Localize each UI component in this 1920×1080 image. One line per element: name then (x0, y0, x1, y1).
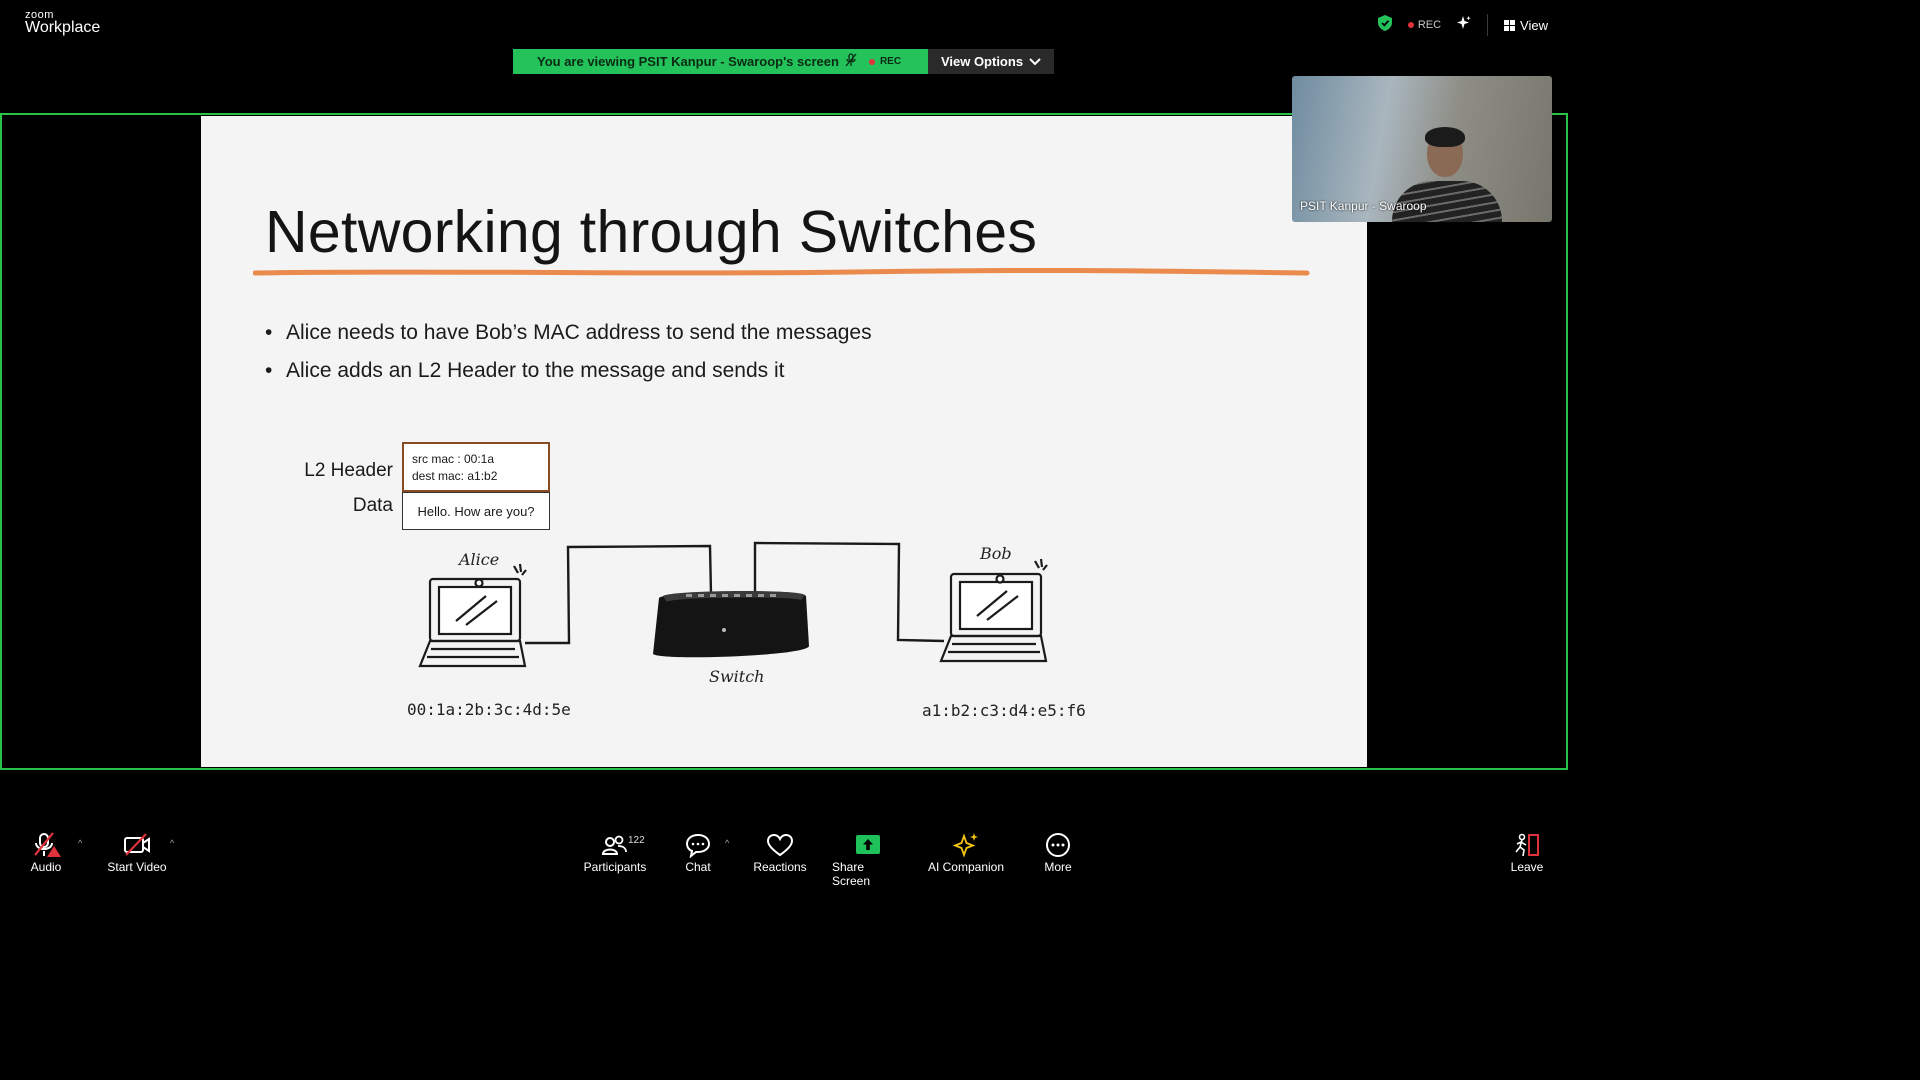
participant-hair (1425, 127, 1465, 147)
ai-companion-label: AI Companion (927, 860, 1005, 874)
viewing-banner: You are viewing PSIT Kanpur - Swaroop's … (513, 49, 1054, 74)
more-button[interactable]: More (1040, 828, 1076, 874)
bob-label: Bob (980, 544, 1012, 563)
muted-mic-icon (34, 832, 61, 857)
l2-header-label: L2 Header (304, 460, 393, 481)
muted-mic-icon (845, 53, 857, 70)
leave-label: Leave (1510, 860, 1544, 874)
title-underline (253, 267, 1310, 276)
leave-button[interactable]: Leave (1507, 828, 1547, 874)
chat-label: Chat (685, 860, 711, 874)
banner-recording: REC (868, 56, 902, 67)
recording-indicator[interactable]: REC (1407, 19, 1442, 31)
share-screen-icon (856, 835, 880, 854)
bullet-item: Alice adds an L2 Header to the message a… (265, 352, 872, 390)
reactions-button[interactable]: Reactions (752, 828, 808, 874)
participants-button[interactable]: Participants (580, 828, 650, 874)
viewing-text: You are viewing PSIT Kanpur - Swaroop's … (537, 54, 839, 69)
chevron-down-icon (1029, 57, 1041, 65)
more-label: More (1044, 860, 1072, 874)
view-options-button[interactable]: View Options (928, 49, 1054, 74)
zoom-logo-small: zoom (25, 9, 54, 21)
presentation-slide: Networking through Switches Alice needs … (201, 116, 1367, 767)
switch-icon (653, 590, 809, 658)
chat-options-caret[interactable]: ^ (725, 838, 730, 848)
src-mac-text: src mac : 00:1a (412, 452, 495, 466)
participants-icon (601, 835, 627, 855)
cable-alice-switch (525, 544, 713, 645)
ai-sparkle-icon (952, 833, 978, 858)
switch-label: Switch (709, 667, 765, 686)
share-screen-label: Share Screen (832, 860, 871, 888)
grid-icon (1504, 19, 1516, 31)
view-button[interactable]: View (1504, 18, 1548, 33)
participant-video-tile[interactable]: PSIT Kanpur - Swaroop (1292, 76, 1552, 222)
view-label: View (1520, 17, 1548, 33)
viewing-status: You are viewing PSIT Kanpur - Swaroop's … (513, 49, 928, 74)
bullet-list: Alice needs to have Bob’s MAC address to… (265, 314, 872, 390)
zoom-logo-workplace: Workplace (25, 19, 101, 36)
leave-icon (1515, 833, 1539, 857)
alice-label: Alice (459, 550, 500, 569)
alice-mac-address: 00:1a:2b:3c:4d:5e (407, 700, 571, 719)
more-icon (1046, 833, 1070, 857)
audio-options-caret[interactable]: ^ (78, 838, 83, 848)
data-label: Data (352, 495, 393, 516)
audio-label: Audio (30, 860, 62, 874)
chat-icon (685, 833, 711, 858)
slide-title: Networking through Switches (265, 199, 1038, 265)
cable-switch-bob (753, 541, 945, 643)
data-box: Hello. How are you? (402, 492, 550, 530)
participant-name: PSIT Kanpur - Swaroop (1300, 199, 1427, 213)
start-video-label: Start Video (107, 860, 167, 874)
participant-body (1392, 181, 1502, 222)
shield-icon[interactable] (1377, 14, 1392, 36)
participants-count: 122 (628, 835, 645, 846)
bob-mac-address: a1:b2:c3:d4:e5:f6 (922, 701, 1086, 720)
heart-icon (766, 833, 794, 857)
meeting-toolbar: Audio ^ Start Video ^ Participants 122 C… (0, 828, 1568, 888)
laptop-icon (418, 563, 527, 668)
reactions-label: Reactions (753, 860, 807, 874)
rec-dot-icon (868, 58, 875, 65)
l2-header-box: src mac : 00:1a dest mac: a1:b2 (402, 442, 550, 492)
bullet-item: Alice needs to have Bob’s MAC address to… (265, 314, 872, 352)
chat-button[interactable]: Chat (681, 828, 715, 874)
view-options-label: View Options (940, 54, 1024, 69)
start-video-button[interactable]: Start Video (105, 828, 169, 874)
laptop-icon (939, 558, 1048, 663)
dest-mac-text: dest mac: a1:b2 (412, 469, 498, 483)
rec-dot-icon (1407, 22, 1414, 28)
audio-button[interactable]: Audio (26, 828, 66, 874)
video-off-icon (124, 833, 150, 856)
network-diagram (418, 541, 1048, 668)
share-screen-button[interactable]: Share Screen (832, 828, 904, 888)
top-divider (1487, 14, 1489, 36)
banner-rec-label: REC (879, 56, 902, 67)
ai-companion-button[interactable]: AI Companion (925, 828, 1007, 874)
rec-label: REC (1417, 19, 1442, 31)
top-bar: zoom Workplace REC View (0, 0, 1568, 48)
video-options-caret[interactable]: ^ (170, 838, 175, 848)
top-right-controls: REC View (1377, 14, 1548, 36)
participants-label: Participants (583, 860, 647, 874)
sparkle-icon[interactable] (1457, 15, 1471, 35)
